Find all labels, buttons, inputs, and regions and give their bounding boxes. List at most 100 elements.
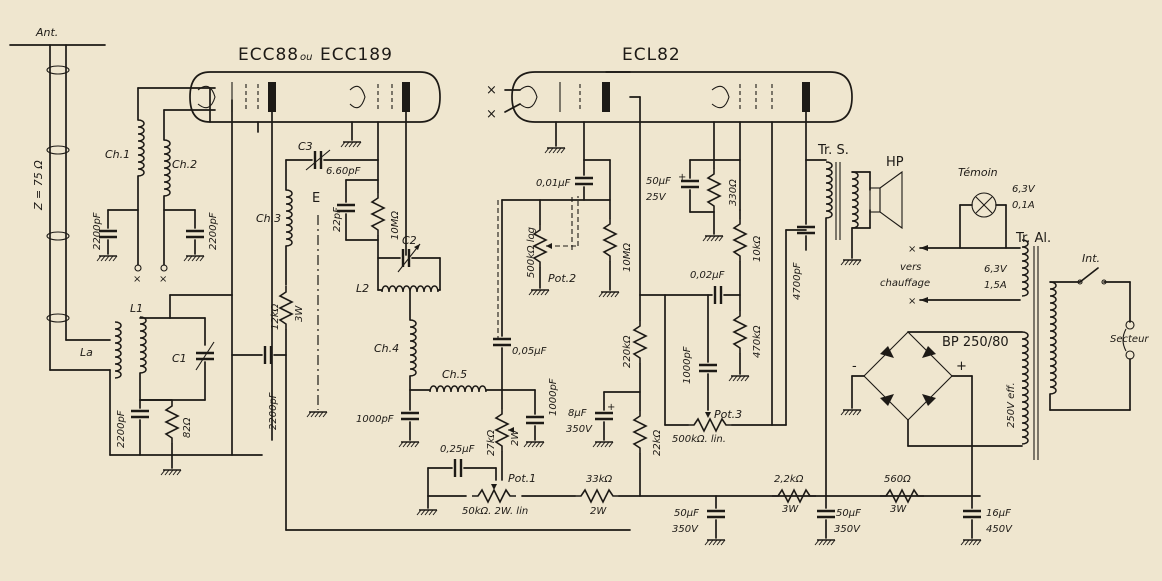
svg-text:+: +	[607, 402, 615, 413]
c-50uf-a-label: 50μF	[674, 508, 699, 519]
c-001-label: 0,01μF	[536, 178, 571, 189]
c-1000-mid-label: 1000pF	[548, 378, 559, 416]
svg-text:×: ×	[486, 107, 497, 122]
pot3-value-label: 500kΩ. lin.	[672, 434, 726, 445]
bridge-label: BP 250/80	[942, 335, 1009, 350]
tube1-or: ou	[300, 52, 312, 63]
c3-ch3-network: C3 6.60pF Ch.3 12kΩ 3W 2200pF	[231, 140, 631, 531]
r-10k-label: 10kΩ	[752, 235, 763, 262]
antenna-label: Ant.	[35, 26, 58, 39]
ch5-filter: Ch.5 1000pF	[356, 368, 503, 448]
secondary-label: 250V eff.	[1006, 382, 1017, 428]
e-probe: E	[306, 191, 328, 418]
lamp-v-label: 6,3V	[1012, 184, 1036, 195]
c-4700-label: 4700pF	[792, 262, 803, 300]
c-005-label: 0,05μF	[512, 346, 547, 357]
pot2-value-label: 500kΩ log	[526, 227, 537, 278]
r-220k-label: 220kΩ	[622, 335, 633, 368]
c-2200-la-label: 2200pF	[116, 410, 127, 448]
pot1-label: Pot.1	[508, 472, 536, 485]
heater-v-label: 6,3V	[984, 264, 1008, 275]
int-label: Int.	[1082, 252, 1100, 265]
c-50uf-a-v-label: 350V	[672, 524, 699, 535]
trs-label: Tr. S.	[817, 143, 849, 158]
pot2-label: Pot.2	[548, 272, 576, 285]
e-label: E	[312, 191, 320, 206]
c-50uf-25v-volt: 25V	[646, 192, 667, 203]
svg-text:×: ×	[133, 274, 141, 285]
ch5-label: Ch.5	[442, 368, 467, 381]
c-8uf-v-label: 350V	[566, 424, 593, 435]
svg-text:×: ×	[908, 296, 916, 307]
c-8uf-label: 8μF	[568, 408, 587, 419]
c-1000-left-label: 1000pF	[356, 414, 394, 425]
c-50uf-b-v-label: 350V	[834, 524, 861, 535]
r-2k2-w-label: 3W	[782, 504, 799, 515]
detector-network: 0,01μF 500kΩ log Pot.2 10MΩ	[497, 159, 633, 340]
r-27k-label: 27kΩ	[486, 429, 497, 456]
r-560-label: 560Ω	[884, 474, 911, 485]
r-82-label: 82Ω	[182, 417, 193, 438]
c2-label: C2	[402, 234, 417, 247]
tube-ecc88: ECC88 ou ECC189	[189, 45, 441, 441]
pot1-value-label: 50kΩ. 2W. lin	[462, 506, 528, 517]
ch2-label: Ch.2	[172, 158, 197, 171]
plate-load-network: 220kΩ 22kΩ 8μF 350V +	[566, 294, 663, 497]
tube1-label: ECC88	[238, 45, 299, 65]
temoin-label: Témoin	[958, 166, 998, 179]
c-2200-bypass-label: 2200pF	[268, 392, 279, 430]
r-330-label: 330Ω	[728, 179, 739, 206]
tral-label: Tr. Al.	[1015, 231, 1051, 246]
c-1000-pot3-label: 1000pF	[682, 346, 693, 384]
antenna: Ant. Z = 75 Ω	[9, 26, 106, 371]
bridge-minus-label: -	[852, 359, 857, 374]
heater-a-label: 1,5A	[984, 280, 1007, 291]
tube2-label: ECL82	[622, 45, 681, 65]
la-label: La	[80, 346, 93, 359]
bridge-plus-label: +	[956, 359, 967, 374]
r-33k-label: 33kΩ	[586, 474, 613, 485]
tube-ecl82: × × ECL82	[486, 45, 853, 426]
svg-text:×: ×	[159, 274, 167, 285]
secteur-label: Secteur	[1110, 334, 1149, 345]
power-supply: × × Témoin	[840, 166, 1149, 497]
cathode-network-1: 2200pF 82Ω	[109, 369, 263, 476]
r-33k-w-label: 2W	[590, 506, 607, 517]
c-2200-ch2-label: 2200pF	[208, 212, 219, 250]
c-16uf-label: 16μF	[986, 508, 1011, 519]
l1-label: L1	[130, 302, 143, 315]
chauffage-label: chauffage	[880, 278, 930, 289]
l2-label: L2	[356, 282, 369, 295]
r-22k-label: 22kΩ	[652, 429, 663, 456]
r-470k-label: 470kΩ	[752, 325, 763, 358]
r-10m-1-label: 10MΩ	[390, 211, 401, 240]
ch4-label: Ch.4	[374, 342, 399, 355]
c-16uf-v-label: 450V	[986, 524, 1013, 535]
c-50uf-25v-value: 50μF	[646, 176, 671, 187]
ch1-ch2: Ch.1 Ch.2 2200pF 2200pF × ×	[92, 87, 219, 285]
lamp-a-label: 0,1A	[1012, 200, 1035, 211]
oscillator-tank: 22pF 10MΩ C2 L2 Ch.4	[332, 159, 441, 391]
la-coil: La	[49, 321, 122, 379]
c-22pf-label: 22pF	[332, 207, 343, 232]
r-12k-w-label: 3W	[294, 305, 305, 322]
c3-value-label: 6.60pF	[326, 166, 361, 177]
hp-label: HP	[886, 155, 904, 170]
c1-label: C1	[172, 352, 187, 365]
ch1-label: Ch.1	[105, 148, 130, 161]
r-560-w-label: 3W	[890, 504, 907, 515]
vers-label: vers	[900, 262, 921, 273]
c3-label: C3	[298, 140, 313, 153]
tube1-alt-label: ECC189	[320, 45, 393, 65]
r-27k-w-label: 2W	[510, 429, 521, 446]
svg-text:×: ×	[486, 83, 497, 98]
svg-text:×: ×	[908, 244, 916, 255]
ch3-label: Ch.3	[256, 212, 281, 225]
r-2k2-label: 2,2kΩ	[774, 474, 804, 485]
impedance-label: Z = 75 Ω	[32, 160, 45, 211]
audio-input-network: 0,05μF 1000pF 27kΩ 2W 0,25μF Pot.1 50kΩ.…	[416, 337, 981, 517]
c-002-label: 0,02μF	[690, 270, 725, 281]
pot3-label: Pot.3	[714, 408, 742, 421]
supply-filter: 50μF 350V 2,2kΩ 3W 50μF 350V 560Ω 3W 16μ…	[672, 474, 1013, 546]
